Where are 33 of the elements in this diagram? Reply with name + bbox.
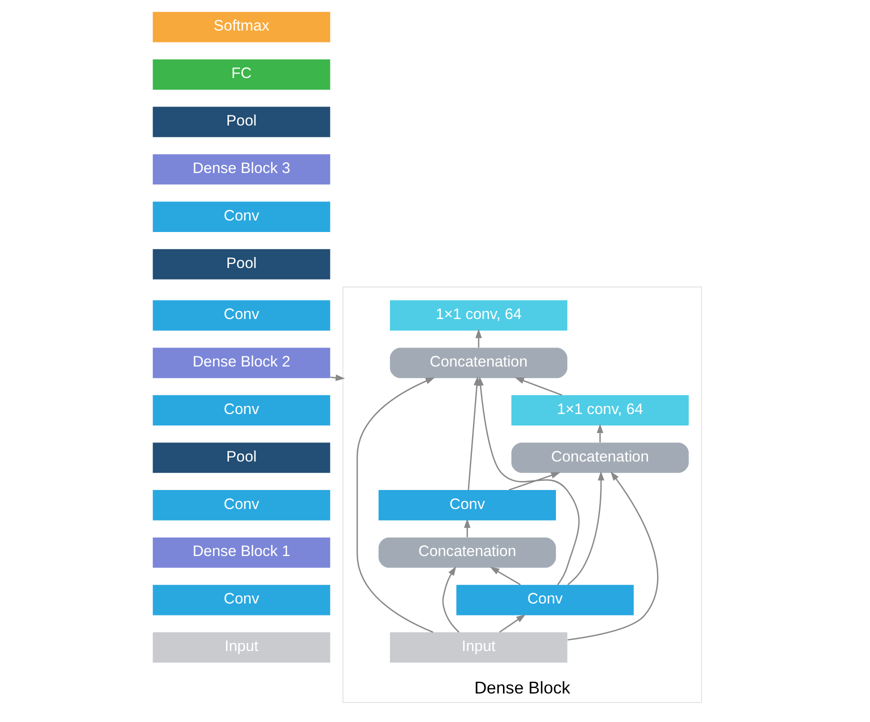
node-box: 1×1 conv, 64: [390, 300, 568, 331]
arrow: [490, 566, 521, 586]
node-box: Dense Block 2: [152, 348, 330, 378]
node-box: Softmax: [152, 12, 330, 42]
arrow: [356, 377, 435, 633]
arrow: [567, 471, 604, 586]
node-box: Concatenation: [378, 537, 556, 568]
node-box: FC: [152, 59, 330, 90]
arrow: [514, 377, 562, 396]
node-box: Conv: [152, 202, 330, 232]
arrow: [330, 374, 345, 382]
arrow: [568, 471, 658, 641]
arrow: [442, 566, 460, 633]
node-box: Conv: [456, 584, 634, 616]
node-box: Dense Block 3: [152, 154, 330, 185]
node-box: Conv: [378, 490, 556, 520]
arrow: [475, 328, 482, 348]
node-box: Pool: [152, 442, 330, 473]
arrow: [477, 376, 580, 586]
node-box: Concatenation: [511, 442, 689, 473]
arrow: [596, 424, 604, 442]
arrow: [464, 518, 471, 538]
node-box: Conv: [152, 490, 330, 520]
node-box: Pool: [152, 249, 330, 280]
node-box: Dense Block 1: [152, 537, 330, 568]
node-box: Concatenation: [390, 348, 568, 378]
node-box: Pool: [152, 106, 330, 138]
arrow: [499, 614, 526, 633]
node-box: Conv: [152, 300, 330, 331]
node-box: 1×1 conv, 64: [511, 395, 689, 426]
node-box: Conv: [152, 395, 330, 426]
node-box: Conv: [152, 584, 330, 616]
arrow: [508, 472, 560, 491]
